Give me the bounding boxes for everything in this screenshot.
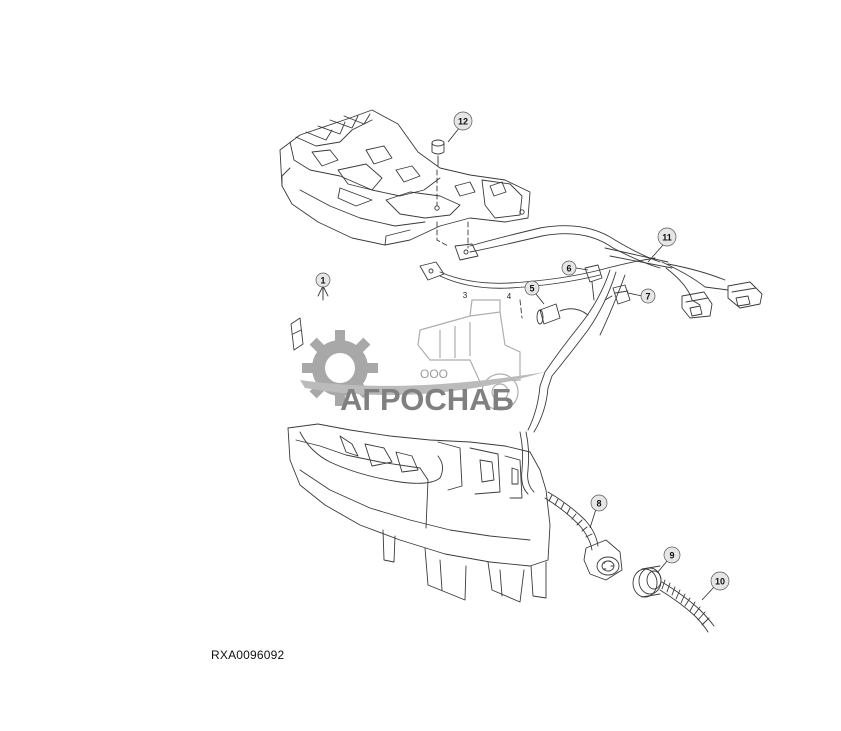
callout-12: 12 <box>453 111 473 131</box>
svg-text:10: 10 <box>715 577 725 587</box>
callout-4: 4 <box>507 292 512 301</box>
svg-text:11: 11 <box>662 233 672 243</box>
combine-harvester-icon <box>417 299 521 411</box>
drawing-id-label: RXA0096092 <box>211 648 285 662</box>
callout-10: 10 <box>710 571 730 591</box>
svg-text:5: 5 <box>529 284 534 294</box>
callout-3: 3 <box>463 291 468 300</box>
watermark-line2: АГРОСНАБ <box>340 382 514 417</box>
callout-1: 1 <box>315 272 331 288</box>
swoosh-icon <box>300 372 545 396</box>
callout-8: 8 <box>590 494 608 512</box>
callout-7: 7 <box>640 288 656 304</box>
svg-text:4: 4 <box>507 292 512 301</box>
agrosnab-watermark: ООО АГРОСНАБ <box>300 299 545 417</box>
part-6-connector <box>584 264 603 301</box>
svg-text:1: 1 <box>320 276 325 286</box>
part-7-connector <box>604 284 631 305</box>
callout-6: 6 <box>561 260 577 276</box>
svg-text:8: 8 <box>596 499 601 509</box>
callout-leaders <box>322 126 715 601</box>
svg-text:3: 3 <box>463 291 468 300</box>
watermark-line1: ООО <box>420 367 448 381</box>
part-10-sleeve <box>659 579 715 633</box>
svg-text:6: 6 <box>566 264 571 274</box>
part-12-knob <box>431 139 445 167</box>
svg-text:7: 7 <box>645 292 650 302</box>
svg-text:12: 12 <box>458 117 468 127</box>
upper-console-cover <box>279 109 531 246</box>
callout-11: 11 <box>657 227 677 247</box>
svg-text:9: 9 <box>669 551 674 561</box>
part-9-grommet <box>632 565 662 598</box>
callout-5: 5 <box>524 280 540 296</box>
wiring-harness <box>419 225 763 433</box>
callout-9: 9 <box>663 546 681 564</box>
part-5-plug <box>536 303 589 325</box>
part-8-cable-connector <box>544 491 623 581</box>
gear-icon <box>302 330 378 406</box>
lower-console-housing <box>287 423 551 603</box>
side-bracket <box>290 317 304 351</box>
